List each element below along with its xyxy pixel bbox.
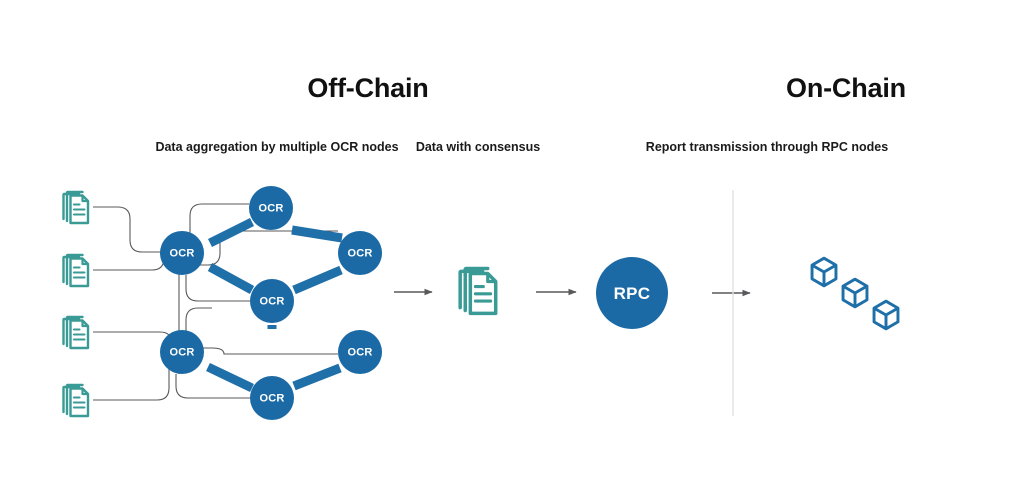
source-document-icon — [62, 253, 90, 288]
ocr-hub-bottom[interactable]: OCR — [160, 330, 204, 374]
rpc-node-label: RPC — [614, 284, 651, 303]
ocr-top[interactable]: OCR — [249, 186, 293, 230]
wire-doc4-to-hub — [93, 364, 170, 401]
ocr-node-circle — [160, 330, 204, 374]
wire-doc3-to-hub — [93, 331, 173, 352]
ocr-node-label: OCR — [258, 203, 283, 215]
consensus-document-group — [458, 266, 498, 316]
document-wire-group — [93, 206, 173, 401]
link-righttop-middle — [292, 265, 343, 295]
wire-hub-to-ocr-top — [189, 203, 249, 253]
ocr-right-bot[interactable]: OCR — [338, 330, 382, 374]
rpc-node-group: RPC — [596, 257, 668, 329]
wire-hubbot-to-ocr-bottom — [175, 374, 250, 399]
ocr-node-label: OCR — [347, 248, 372, 260]
rpc-node-circle[interactable] — [596, 257, 668, 329]
wire-doc2-to-hub — [93, 252, 165, 271]
blockchain-cube-icon — [810, 256, 838, 288]
link-hubtop-top — [207, 217, 255, 248]
link-hubtop-middle — [207, 263, 255, 294]
ocr-node-label: OCR — [169, 248, 194, 260]
source-document-icon — [62, 315, 90, 350]
flow-arrow-group — [394, 288, 751, 297]
mesh-link-group — [206, 217, 343, 393]
ocr-hub-top[interactable]: OCR — [160, 231, 204, 275]
ocr-node-label: OCR — [259, 296, 284, 308]
link-hubbot-bottom — [206, 362, 254, 393]
link-top-righttop — [291, 225, 343, 243]
wire-hubbot-to-ocr-right-bot — [196, 347, 338, 355]
ocr-node-circle — [250, 279, 294, 323]
ocr-node-group: OCR OCR OCR OCR OCR OCR OCR — [160, 186, 382, 420]
section-title-off-chain: Off-Chain — [307, 73, 429, 103]
wire-doc1-to-hub — [93, 206, 163, 253]
blockchain-block-group — [810, 256, 900, 331]
ocr-node-label: OCR — [259, 393, 284, 405]
ocr-middle[interactable]: OCR — [250, 279, 294, 323]
caption-data-with-consensus: Data with consensus — [415, 140, 541, 154]
source-document-icon — [62, 190, 90, 225]
ocr-node-circle — [338, 330, 382, 374]
ocr-node-circle — [160, 231, 204, 275]
ocr-node-label: OCR — [347, 347, 372, 359]
wire-hub-to-ocr-middle — [185, 275, 250, 302]
consensus-document-icon — [458, 266, 498, 316]
ocr-node-label: OCR — [169, 347, 194, 359]
wire-hubbot-to-ocr-middle — [185, 307, 212, 338]
ocr-node-circle — [338, 231, 382, 275]
blockchain-cube-icon — [841, 277, 869, 309]
link-bottom-rightbot — [292, 363, 342, 391]
source-document-icon — [62, 383, 90, 418]
ocr-bottom[interactable]: OCR — [250, 376, 294, 420]
caption-data-aggregation: Data aggregation by multiple OCR nodes — [155, 140, 399, 154]
ocr-node-circle — [250, 376, 294, 420]
section-title-on-chain: On-Chain — [786, 73, 906, 103]
caption-report-transmission: Report transmission through RPC nodes — [645, 140, 889, 154]
ocr-node-circle — [249, 186, 293, 230]
ocr-right-top[interactable]: OCR — [338, 231, 382, 275]
blockchain-cube-icon — [872, 299, 900, 331]
source-document-group — [62, 190, 90, 418]
